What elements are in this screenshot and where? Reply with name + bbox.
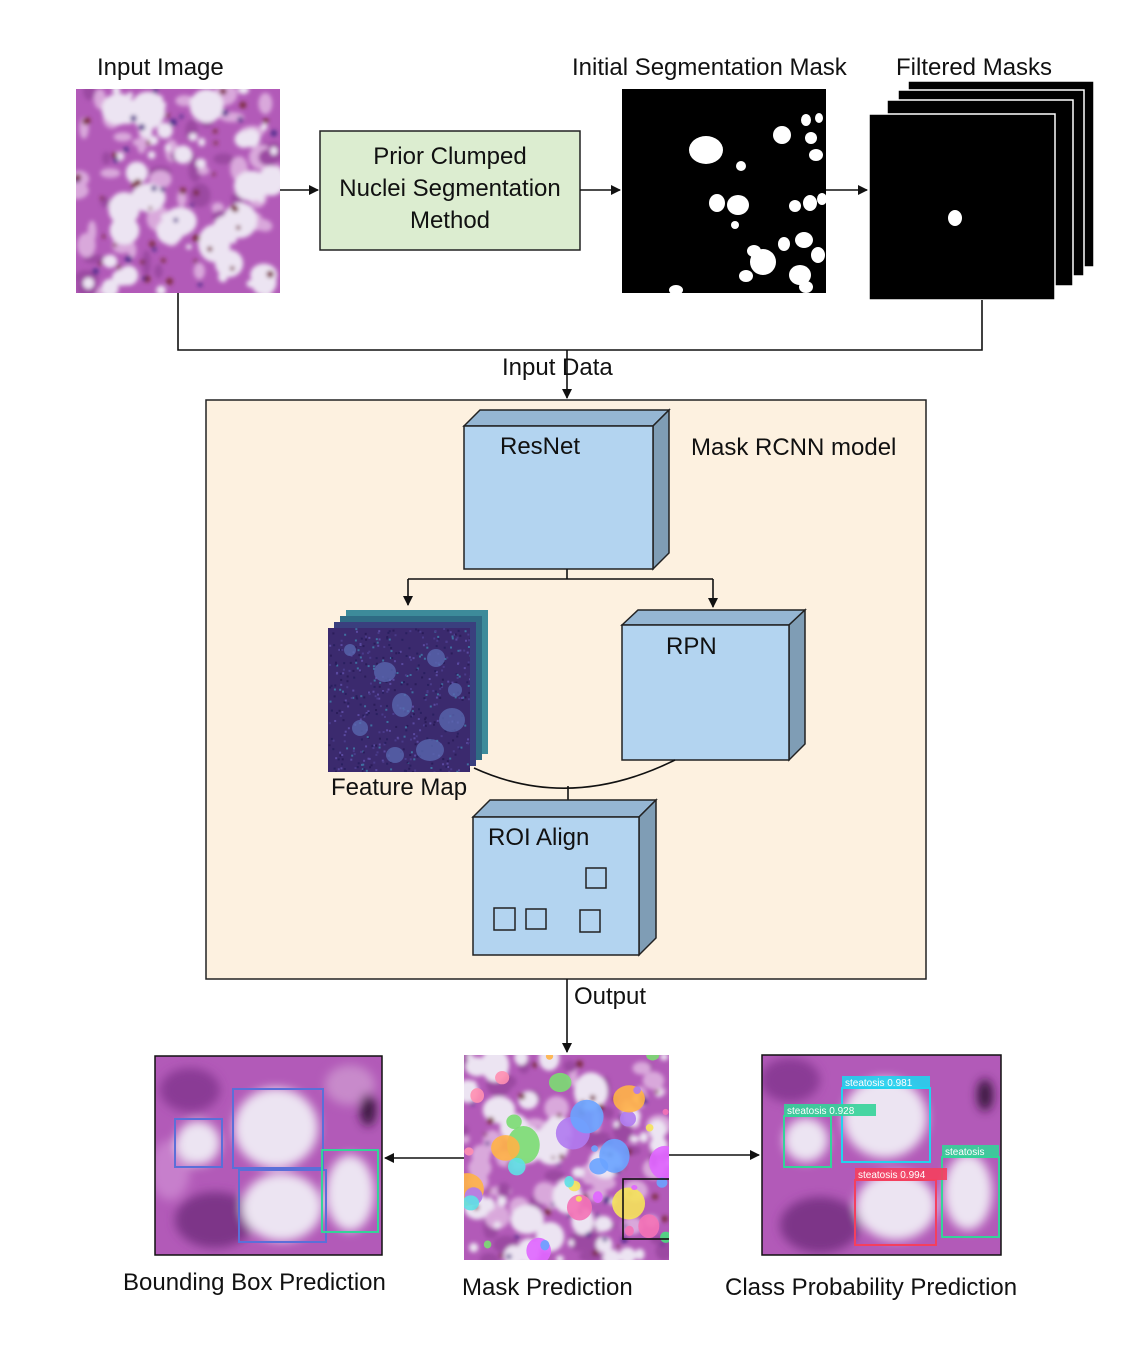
detection-label-0981: steatosis 0.981 <box>845 1078 913 1089</box>
prior-method-line3: Method <box>410 207 490 234</box>
mask-prediction-label: Mask Prediction <box>462 1274 633 1301</box>
feature-map-label: Feature Map <box>331 774 467 801</box>
input-image <box>76 89 280 293</box>
initial-mask-label: Initial Segmentation Mask <box>572 54 848 81</box>
roi-box <box>525 908 547 930</box>
prior-method-box: Prior Clumped Nuclei Segmentation Method <box>319 130 581 251</box>
initial-mask-image <box>622 89 827 295</box>
bbox-prediction-image <box>155 1056 382 1255</box>
roi-box <box>579 909 601 933</box>
input-data-label: Input Data <box>502 354 613 381</box>
prior-method-line1: Prior Clumped <box>373 143 526 170</box>
top-arrows <box>177 185 983 399</box>
output-label: Output <box>574 983 646 1010</box>
class-prediction-image: steatosis 0.981 steatosis 0.928 steatosi… <box>762 1055 1001 1255</box>
prior-method-line2: Nuclei Segmentation <box>339 175 560 202</box>
feature-map-stack <box>328 610 488 772</box>
input-image-label: Input Image <box>97 54 224 81</box>
roi-align-label: ROI Align <box>488 824 589 851</box>
class-prediction-label: Class Probability Prediction <box>725 1274 1017 1301</box>
resnet-label: ResNet <box>500 433 580 460</box>
output-side-arrows <box>384 1150 760 1163</box>
resnet-cube <box>462 408 671 571</box>
roi-box <box>585 867 607 889</box>
filtered-masks-label: Filtered Masks <box>896 54 1052 81</box>
roi-align-cube <box>471 798 658 957</box>
filtered-masks-stack <box>868 80 1095 301</box>
detection-label-steatosis: steatosis <box>945 1147 984 1158</box>
rpn-cube <box>620 608 807 762</box>
resnet-branch-arrows <box>403 569 718 608</box>
bbox-prediction-label: Bounding Box Prediction <box>123 1269 386 1296</box>
roi-box <box>493 907 516 931</box>
detection-label-0994: steatosis 0.994 <box>858 1170 926 1181</box>
mask-rcnn-label: Mask RCNN model <box>691 434 896 461</box>
rpn-label: RPN <box>666 633 717 660</box>
detection-label-0928: steatosis 0.928 <box>787 1106 855 1117</box>
mask-prediction-image <box>464 1055 669 1260</box>
